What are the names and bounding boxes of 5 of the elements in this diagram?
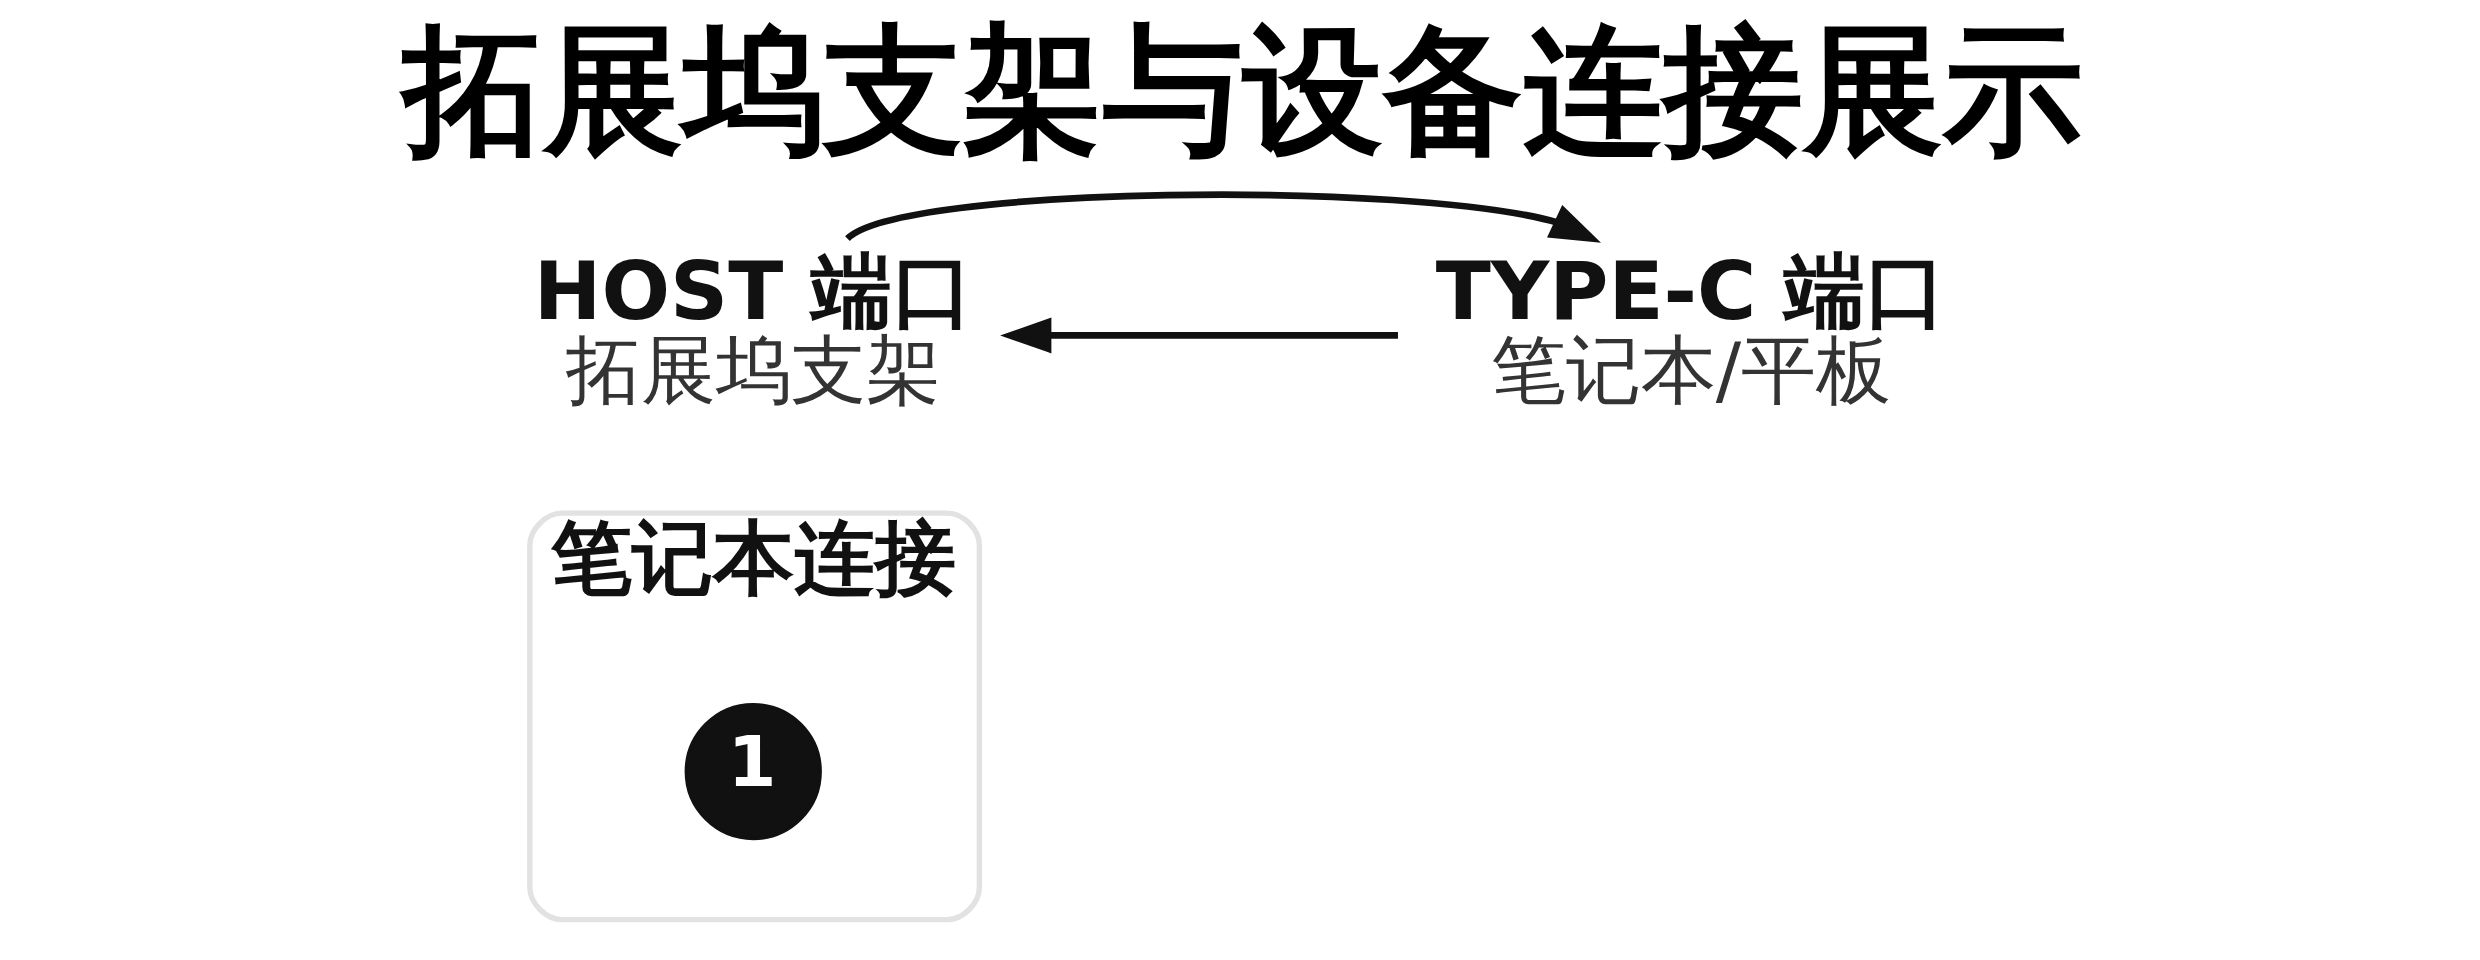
arrow (999, 317, 1398, 354)
node-circle: 1 (684, 702, 822, 841)
arrow (845, 191, 1601, 243)
node-text: TYPE-C 端口 笔记本/平板 (1435, 244, 1946, 414)
node-text: HOST 端口 拓展坞支架 (533, 244, 973, 414)
